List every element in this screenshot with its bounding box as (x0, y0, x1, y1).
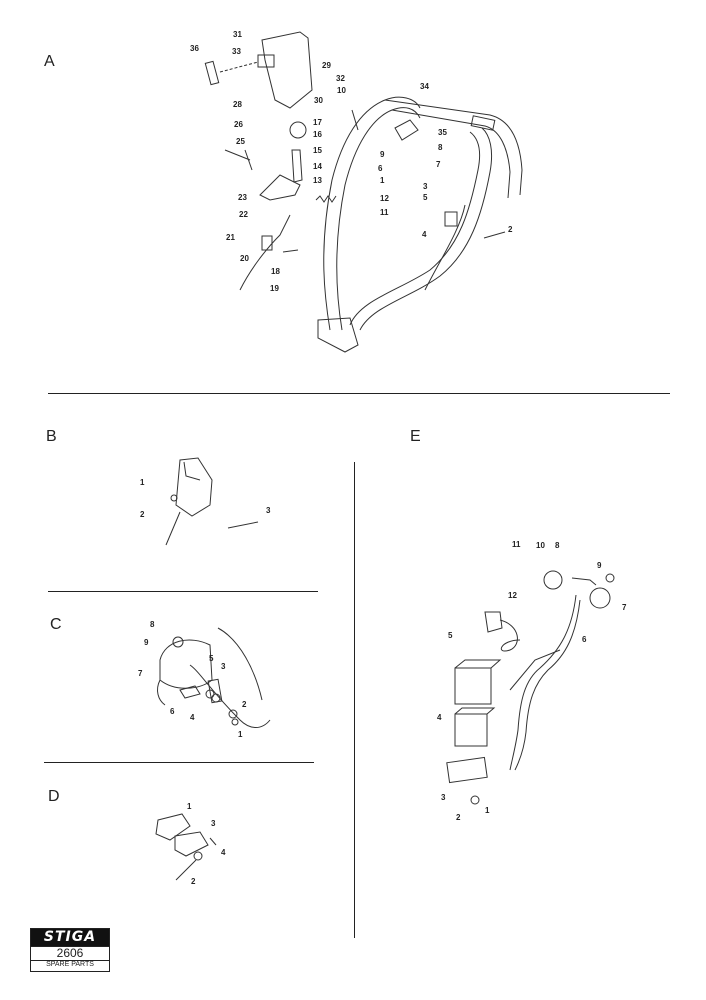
callout-a-30: 30 (314, 96, 323, 105)
callout-b-3: 3 (266, 506, 271, 515)
section-c-label: C (50, 616, 62, 633)
callout-e-12: 12 (508, 591, 517, 600)
section-b-drawing (165, 457, 259, 546)
callout-a-25: 25 (236, 137, 245, 146)
callout-c-7: 7 (138, 669, 143, 678)
callout-c-1: 1 (238, 730, 243, 739)
callout-c-3: 3 (221, 662, 226, 671)
callout-a-33: 33 (232, 47, 241, 56)
callout-a-34: 34 (420, 82, 429, 91)
callout-a-13: 13 (313, 176, 322, 185)
callout-a-28: 28 (233, 100, 242, 109)
callout-e-10: 10 (536, 541, 545, 550)
callout-b-2: 2 (140, 510, 145, 519)
callout-c-5: 5 (209, 654, 214, 663)
callout-e-7: 7 (622, 603, 627, 612)
spare-parts-label: SPARE PARTS (46, 961, 94, 968)
callout-a-4: 4 (422, 230, 427, 239)
callout-a-3: 3 (423, 182, 428, 191)
stiga-logo: STIGA 2606 SPARE PARTS (30, 928, 110, 972)
callout-e-6: 6 (582, 635, 587, 644)
callout-e-1: 1 (485, 806, 490, 815)
callout-a-29: 29 (322, 61, 331, 70)
section-a-label: A (44, 53, 55, 70)
separator-cd (44, 762, 314, 763)
handle-assembly-drawing (204, 31, 523, 353)
callout-e-3: 3 (441, 793, 446, 802)
callout-a-1: 1 (380, 176, 385, 185)
callout-c-6: 6 (170, 707, 175, 716)
callout-a-16: 16 (313, 130, 322, 139)
brand-mark: STIGA (31, 929, 109, 946)
section-c-drawing (157, 627, 271, 728)
separator-vertical (354, 462, 355, 938)
callout-a-35: 35 (438, 128, 447, 137)
callout-e-2: 2 (456, 813, 461, 822)
callout-b-1: 1 (140, 478, 145, 487)
callout-d-1: 1 (187, 802, 192, 811)
separator-a (48, 393, 670, 394)
callout-e-11: 11 (512, 540, 521, 549)
section-e-drawing (446, 570, 615, 805)
callout-c-9: 9 (144, 638, 149, 647)
callout-a-5: 5 (423, 193, 428, 202)
callout-c-4: 4 (190, 713, 195, 722)
callout-a-8: 8 (438, 143, 443, 152)
callout-a-22: 22 (239, 210, 248, 219)
callout-a-17: 17 (313, 118, 322, 127)
callout-a-15: 15 (313, 146, 322, 155)
callout-a-18: 18 (271, 267, 280, 276)
callout-a-11: 11 (380, 208, 389, 217)
callout-a-19: 19 (270, 284, 279, 293)
callout-a-6: 6 (378, 164, 383, 173)
callout-c-8: 8 (150, 620, 155, 629)
callout-a-20: 20 (240, 254, 249, 263)
callout-a-10: 10 (337, 86, 346, 95)
callout-a-31: 31 (233, 30, 242, 39)
callout-d-2: 2 (191, 877, 196, 886)
callout-a-36: 36 (190, 44, 199, 53)
callout-a-9: 9 (380, 150, 385, 159)
callout-a-14: 14 (313, 162, 322, 171)
callout-e-5: 5 (448, 631, 453, 640)
separator-bc (48, 591, 318, 592)
section-d-label: D (48, 788, 60, 805)
callout-a-21: 21 (226, 233, 235, 242)
callout-a-32: 32 (336, 74, 345, 83)
model-number: 2606 (31, 946, 109, 961)
callout-d-3: 3 (211, 819, 216, 828)
callout-a-23: 23 (238, 193, 247, 202)
callout-a-12: 12 (380, 194, 389, 203)
callout-a-2: 2 (508, 225, 513, 234)
section-e-label: E (410, 428, 421, 445)
callout-e-4: 4 (437, 713, 442, 722)
section-d-drawing (155, 813, 217, 881)
section-b-label: B (46, 428, 57, 445)
callout-e-8: 8 (555, 541, 560, 550)
callout-a-26: 26 (234, 120, 243, 129)
callout-c-2: 2 (242, 700, 247, 709)
callout-a-7: 7 (436, 160, 441, 169)
callout-e-9: 9 (597, 561, 602, 570)
callout-d-4: 4 (221, 848, 226, 857)
